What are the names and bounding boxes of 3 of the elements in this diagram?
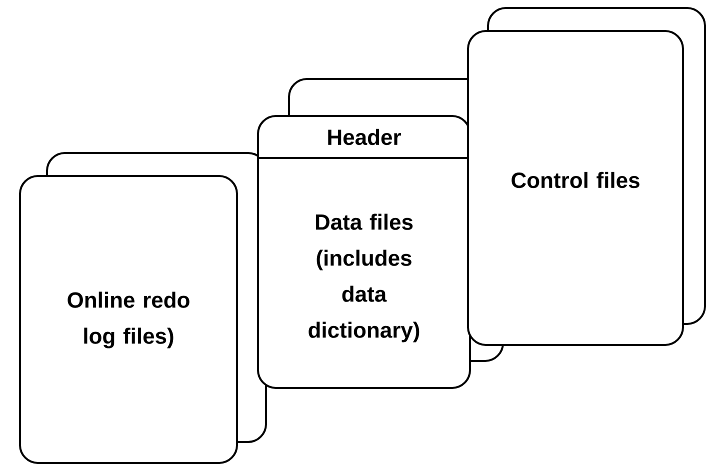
file-card: Control files — [467, 30, 684, 346]
file-card: Header Data files (includes data dictionary) — [257, 115, 471, 389]
file-card: Online redo log files) — [19, 175, 238, 464]
